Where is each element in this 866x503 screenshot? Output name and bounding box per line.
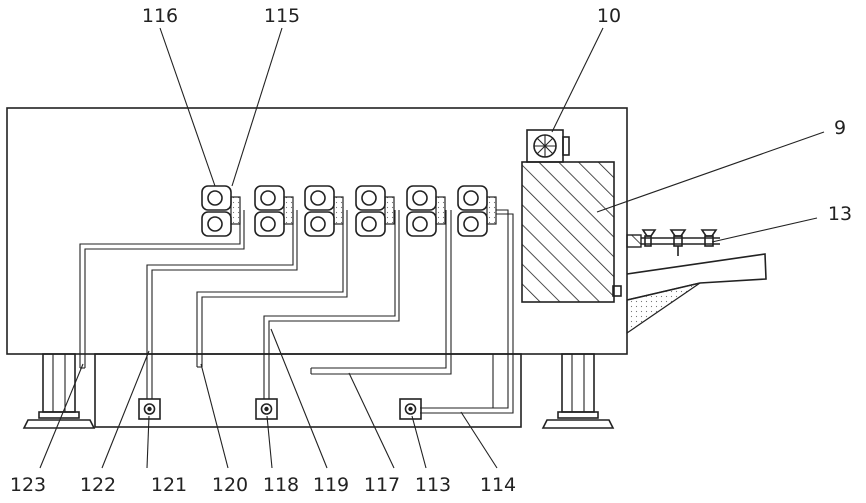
roller-unit [355, 185, 395, 237]
box-tab [612, 285, 622, 297]
label-113: 113 [415, 474, 451, 496]
connector-113 [399, 398, 422, 420]
valve-assembly [626, 229, 720, 256]
label-9: 9 [834, 117, 846, 139]
connector-121 [138, 398, 161, 420]
label-123: 123 [10, 474, 46, 496]
connector-boxes [138, 398, 422, 420]
left-foot [22, 353, 96, 429]
roller-unit [201, 185, 241, 237]
discharge-chute [626, 253, 767, 335]
fan-unit [526, 129, 570, 163]
right-foot [541, 353, 615, 429]
hatched-box [521, 161, 615, 303]
roller-unit [254, 185, 294, 237]
connector-118 [255, 398, 278, 420]
tube-119 [263, 210, 400, 399]
tube-123 [79, 210, 245, 369]
tube-117 [310, 210, 452, 375]
roller-unit [304, 185, 344, 237]
label-122: 122 [80, 474, 116, 496]
roller-unit [457, 185, 497, 237]
label-118: 118 [263, 474, 299, 496]
label-117: 117 [364, 474, 400, 496]
roller-unit [406, 185, 446, 237]
roller-units [201, 185, 497, 237]
leader-lines [39, 27, 825, 469]
tubes [79, 209, 514, 414]
label-119: 119 [313, 474, 349, 496]
lower-frame [94, 353, 522, 428]
label-121: 121 [151, 474, 187, 496]
label-115: 115 [264, 5, 300, 27]
label-13: 13 [828, 203, 852, 225]
tube-122 [146, 210, 298, 399]
label-10: 10 [597, 5, 621, 27]
label-120: 120 [212, 474, 248, 496]
tube-114 [420, 209, 514, 414]
labels: 116 115 10 9 13 123 122 121 120 118 119 … [10, 5, 852, 496]
tube-120 [196, 210, 348, 368]
label-114: 114 [480, 474, 516, 496]
label-116: 116 [142, 5, 178, 27]
